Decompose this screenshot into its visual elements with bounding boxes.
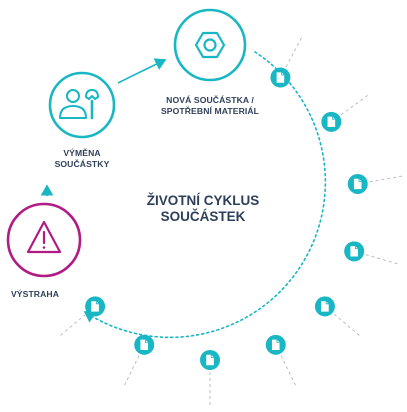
document-icon-fold [358, 178, 362, 182]
document-icon-fold [145, 339, 149, 343]
document-icon [91, 301, 99, 312]
diagram-title-line2: SOUČÁSTEK [160, 209, 246, 224]
document-icon [271, 339, 280, 351]
hex-nut-icon [194, 31, 226, 59]
replacement-label-line2: SOUČÁSTKY [54, 159, 110, 169]
new-part-label-line2: SPOTŘEBNÍ MATERIÁL [160, 106, 260, 116]
warning-node [6, 202, 82, 278]
new-part-node [173, 8, 247, 82]
lifecycle-ring [83, 51, 327, 339]
document-icon [321, 301, 329, 312]
document-icon [140, 339, 149, 351]
document-icon [206, 354, 214, 366]
document-icon-fold [332, 116, 336, 120]
document-icon [350, 246, 358, 257]
warning-label: VÝSTRAHA [0, 289, 70, 300]
document-icon [327, 116, 336, 128]
replacement-label: VÝMĚNA SOUČÁSTKY [42, 148, 122, 170]
document-icon-fold [210, 354, 214, 358]
document-markers [60, 37, 403, 405]
document-icon-fold [95, 301, 99, 305]
arrow-replacement-to-new-part [117, 58, 167, 84]
new-part-label: NOVÁ SOUČÁSTKA / SPOTŘEBNÍ MATERIÁL [150, 95, 270, 117]
document-icon [353, 178, 362, 190]
document-icon-fold [325, 301, 329, 305]
document-icon-fold [276, 339, 280, 343]
diagram-title: ŽIVOTNÍ CYKLUS SOUČÁSTEK [133, 193, 273, 225]
diagram-title-line1: ŽIVOTNÍ CYKLUS [146, 193, 260, 208]
replacement-node [48, 71, 116, 139]
document-icon-fold [281, 72, 285, 76]
new-part-label-line1: NOVÁ SOUČÁSTKA / [166, 95, 254, 105]
warning-triangle-icon [26, 220, 62, 254]
replacement-label-line1: VÝMĚNA [63, 148, 101, 158]
person-wrench-icon [59, 89, 99, 120]
warning-label-line1: VÝSTRAHA [10, 289, 60, 299]
document-icon-fold [354, 246, 358, 250]
document-icon [276, 72, 285, 83]
